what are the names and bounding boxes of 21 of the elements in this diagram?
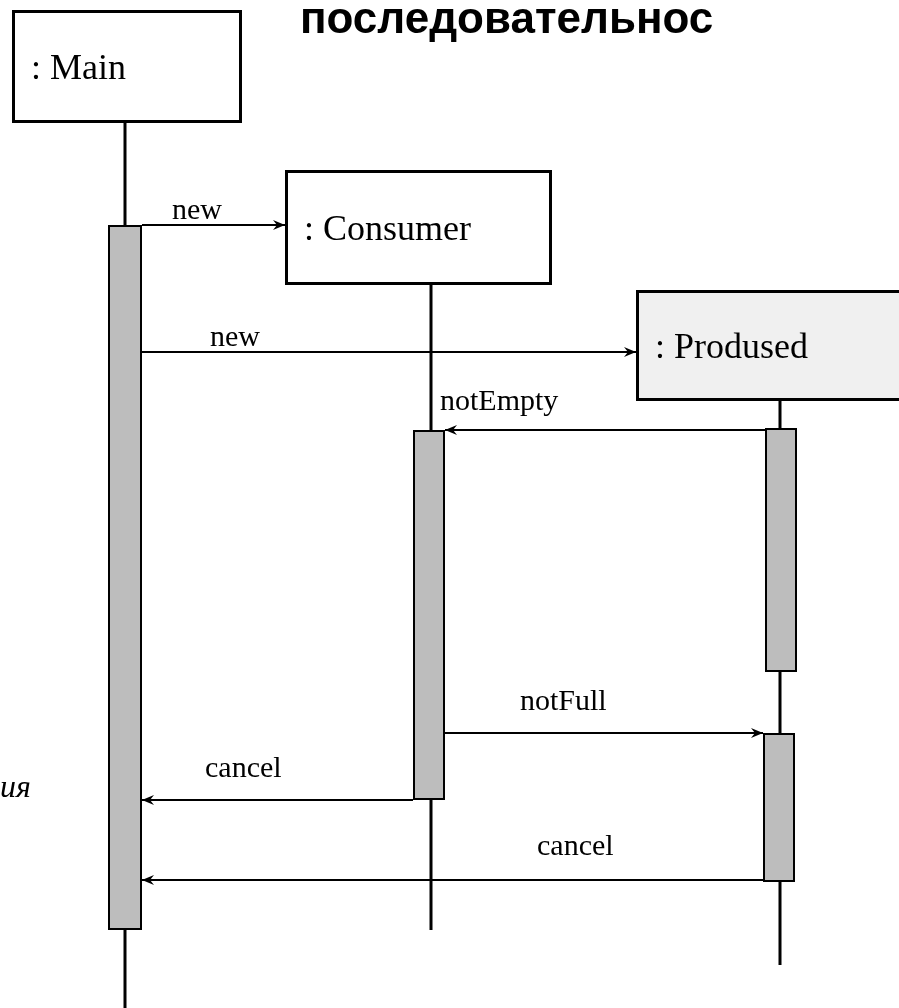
message-arrow bbox=[444, 425, 766, 435]
message-arrow bbox=[141, 875, 764, 885]
edge-label: cancel bbox=[537, 830, 614, 860]
activation-bar bbox=[413, 430, 445, 800]
message-arrow bbox=[141, 795, 414, 805]
message-arrow bbox=[444, 728, 764, 738]
message-arrow bbox=[141, 347, 637, 357]
edge-label: notEmpty bbox=[440, 385, 559, 415]
title: последовательнос bbox=[300, 0, 714, 43]
activation-bar bbox=[763, 733, 795, 882]
object-box: : Prodused bbox=[636, 290, 899, 401]
edge-label: new bbox=[210, 321, 260, 351]
activation-bar bbox=[765, 428, 797, 672]
edge-label: new bbox=[172, 194, 222, 224]
message-arrow bbox=[141, 220, 286, 230]
object-box: : Main bbox=[12, 10, 242, 123]
text-fragment: ия bbox=[0, 770, 31, 802]
edge-label: cancel bbox=[205, 752, 282, 782]
object-box: : Consumer bbox=[285, 170, 552, 285]
activation-bar bbox=[108, 225, 142, 930]
edge-label: notFull bbox=[520, 685, 607, 715]
